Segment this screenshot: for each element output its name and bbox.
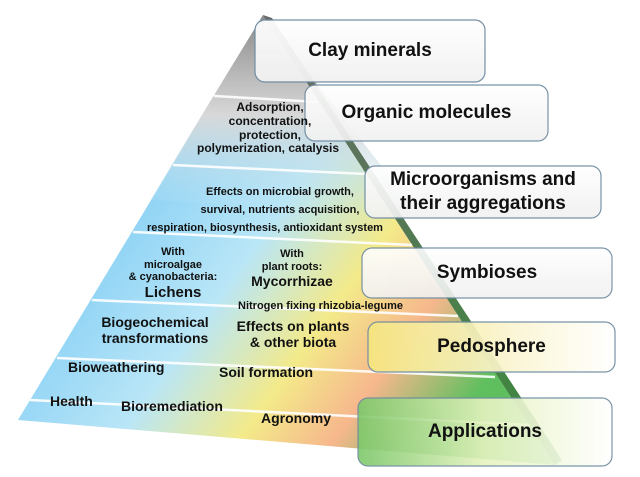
content-line: protection, xyxy=(239,127,301,142)
content-line: Adsorption, xyxy=(236,100,304,114)
nitrogen-fixing-content: Nitrogen fixing rhizobia-legume xyxy=(238,300,404,312)
content-line: survival, nutrients acquisition, xyxy=(200,204,360,217)
level-label-line: Microorganisms and xyxy=(390,169,576,191)
content-line: With xyxy=(280,248,304,260)
soil-formation: Soil formation xyxy=(219,364,314,380)
application-bioremediation: Bioremediation xyxy=(121,398,223,414)
content-line: Effects on microbial growth, xyxy=(206,186,354,198)
content-line: & other biota xyxy=(249,334,337,351)
level-applications: Applications xyxy=(427,421,542,443)
biogeochemical-transformations: Biogeochemical transformations xyxy=(90,314,220,346)
content-line: microalgae xyxy=(143,258,203,271)
level-microorganisms: Microorganisms and their aggregations xyxy=(365,166,601,218)
lichens-content: With microalgae & cyanobacteria: Lichens xyxy=(118,246,228,301)
content-line: plant roots: xyxy=(261,260,323,273)
content-line: Biogeochemical xyxy=(101,314,209,330)
content-line: Effects on plants xyxy=(236,318,350,334)
level-symbioses: Symbioses xyxy=(436,262,538,284)
content-line: Lichens xyxy=(144,283,202,301)
level-clay-minerals: Clay minerals xyxy=(308,40,432,62)
level-pedosphere: Pedosphere xyxy=(437,336,546,358)
content-line: Mycorrhizae xyxy=(251,273,333,290)
content-line: With xyxy=(161,246,185,258)
application-agronomy: Agronomy xyxy=(261,410,331,426)
content-line: polymerization, catalysis xyxy=(197,141,340,156)
label-boxes xyxy=(254,19,616,467)
content-line: concentration, xyxy=(228,113,312,128)
pyramid-top-shade xyxy=(150,15,420,215)
level-label-line: their aggregations xyxy=(400,193,566,214)
microorganisms-content: Effects on microbial growth, survival, n… xyxy=(140,183,390,237)
application-health: Health xyxy=(50,393,93,409)
level-organic-molecules: Organic molecules xyxy=(341,102,512,124)
content-line: transformations xyxy=(101,330,209,347)
mycorrhizae-content: With plant roots: Mycorrhizae xyxy=(232,248,352,289)
content-line: & cyanobacteria: xyxy=(128,271,218,284)
organic-molecules-content: Adsorption, concentration, protection, p… xyxy=(197,100,339,156)
content-line: respiration, biosynthesis, antioxidant s… xyxy=(147,222,383,235)
effects-on-plants: Effects on plants & other biota xyxy=(228,318,358,350)
bioweathering: Bioweathering xyxy=(68,359,165,375)
